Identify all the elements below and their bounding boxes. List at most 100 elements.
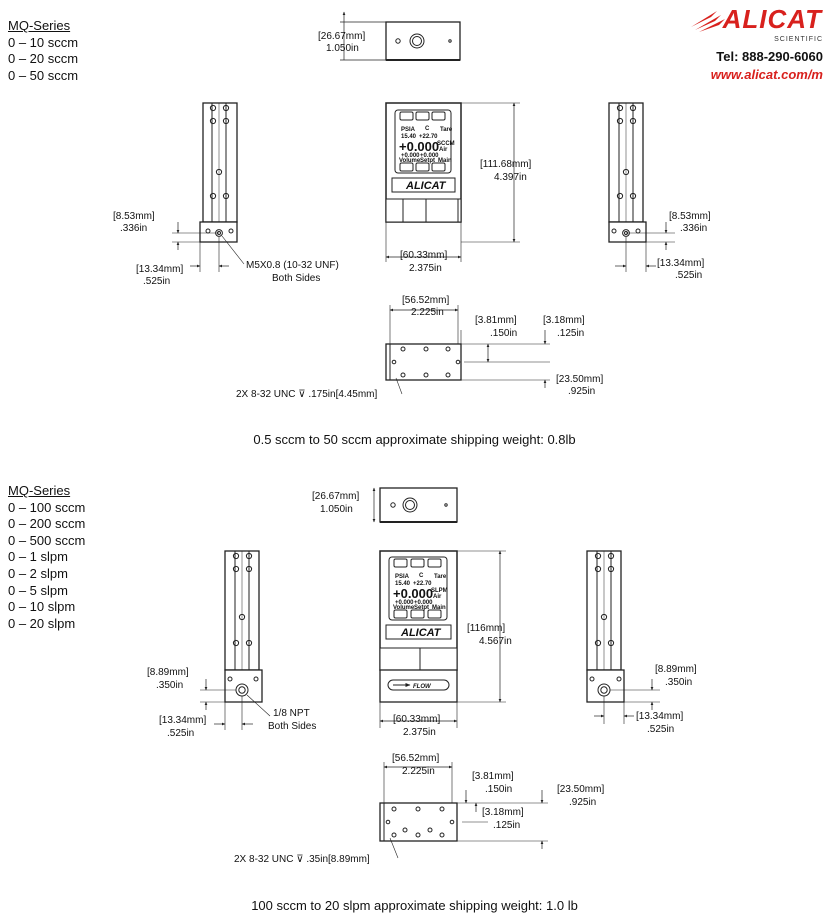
screen-value: +0.000 bbox=[401, 153, 420, 159]
logo-swoosh-icon bbox=[691, 11, 725, 32]
screen-value: 15.40 bbox=[401, 134, 417, 140]
left-port-offset-mm: [13.34mm] bbox=[136, 264, 183, 275]
thread-note: M5X0.8 (10-32 UNF) bbox=[246, 260, 339, 271]
panel-logo: ALICAT bbox=[400, 627, 442, 639]
left-port-offset-in: .525in bbox=[167, 728, 194, 739]
screen-label: Volume bbox=[393, 605, 415, 611]
width-in: 2.375in bbox=[409, 263, 442, 274]
phone-number: Tel: 888-290-6060 bbox=[716, 49, 823, 64]
left-port-offset-in: .525in bbox=[143, 276, 170, 287]
height-in: 4.397in bbox=[494, 172, 527, 183]
top-depth-mm: [26.67mm] bbox=[318, 31, 365, 42]
screen-label: Volume bbox=[399, 158, 421, 164]
screen-unit: Air bbox=[433, 594, 442, 600]
shipping-weight-2: 100 sccm to 20 slpm approximate shipping… bbox=[251, 898, 578, 913]
range-item: 0 – 200 sccm bbox=[8, 516, 86, 532]
screen-value: +0.000 bbox=[414, 600, 433, 606]
right-port-height-mm: [8.53mm] bbox=[669, 211, 711, 222]
hole-spacing-in: 2.225in bbox=[411, 307, 444, 318]
mount-note: 2X 8-32 UNC ⊽ .35in[8.89mm] bbox=[234, 854, 370, 865]
depth-mm: [23.50mm] bbox=[557, 784, 604, 795]
range-item: 0 – 100 sccm bbox=[8, 499, 86, 515]
hole-offset-in: .150in bbox=[485, 784, 512, 795]
range-item: 0 – 10 slpm bbox=[8, 599, 76, 615]
edge-offset-mm: [3.18mm] bbox=[482, 807, 524, 818]
range-item: 0 – 500 sccm bbox=[8, 532, 86, 548]
screen-unit: SCCM bbox=[437, 141, 455, 147]
screen-label: Tare bbox=[440, 127, 453, 133]
height-mm: [111.68mm] bbox=[480, 159, 532, 170]
screen-label: Setpt bbox=[414, 605, 429, 611]
hole-offset-mm: [3.81mm] bbox=[472, 771, 514, 782]
screen-value: +0.000 bbox=[395, 600, 414, 606]
alicat-logo: ALICAT bbox=[691, 4, 823, 34]
hole-spacing-in: 2.225in bbox=[402, 766, 435, 777]
width-mm: [60.33mm] bbox=[400, 250, 447, 261]
range-item: 0 – 5 slpm bbox=[8, 582, 68, 598]
range-item: 0 – 1 slpm bbox=[8, 549, 68, 565]
screen-label: PSIA bbox=[395, 574, 410, 580]
screen-value: +0.000 bbox=[420, 153, 439, 159]
screen-label: Tare bbox=[434, 574, 447, 580]
edge-offset-in: .125in bbox=[493, 820, 520, 831]
screen-value: +22.70 bbox=[413, 581, 432, 587]
hole-offset-in: .150in bbox=[490, 328, 517, 339]
right-side-view-2 bbox=[586, 550, 660, 724]
logo-wordmark: ALICAT bbox=[722, 5, 823, 33]
front-view-1 bbox=[385, 102, 520, 262]
screen-unit: SLPM bbox=[431, 588, 448, 594]
series-range-list-1: MQ-Series 0 – 10 sccm 0 – 20 sccm 0 – 50… bbox=[8, 18, 78, 84]
top-view-1 bbox=[340, 11, 461, 61]
top-depth-in: 1.050in bbox=[326, 43, 359, 54]
screen-label: Main bbox=[438, 158, 452, 164]
thread-note-sides: Both Sides bbox=[272, 273, 320, 284]
edge-offset-in: .125in bbox=[557, 328, 584, 339]
front-view-2 bbox=[379, 550, 506, 728]
hole-spacing-mm: [56.52mm] bbox=[392, 753, 439, 764]
mount-note: 2X 8-32 UNC ⊽ .175in[4.45mm] bbox=[236, 389, 377, 400]
left-port-height-in: .350in bbox=[156, 680, 183, 691]
right-port-offset-mm: [13.34mm] bbox=[657, 258, 704, 269]
right-port-height-in: .336in bbox=[680, 223, 707, 234]
range-item: 0 – 50 sccm bbox=[8, 67, 79, 83]
website-link[interactable]: www.alicat.com/m bbox=[710, 67, 823, 82]
left-port-offset-mm: [13.34mm] bbox=[159, 715, 206, 726]
hole-offset-mm: [3.81mm] bbox=[475, 315, 517, 326]
screen-reading: +0.000 bbox=[393, 586, 433, 601]
panel-logo: ALICAT bbox=[405, 180, 447, 192]
screen-label: Main bbox=[432, 605, 446, 611]
right-side-view-1 bbox=[608, 102, 675, 272]
left-port-height-mm: [8.53mm] bbox=[113, 211, 155, 222]
flow-label: FLOW bbox=[413, 684, 432, 690]
top-depth-in: 1.050in bbox=[320, 504, 353, 515]
screen-label: PSIA bbox=[401, 127, 416, 133]
right-port-offset-mm: [13.34mm] bbox=[636, 711, 683, 722]
bottom-view-2 bbox=[379, 762, 548, 859]
right-port-height-in: .350in bbox=[665, 677, 692, 688]
right-port-height-mm: [8.89mm] bbox=[655, 664, 697, 675]
thread-note-sides: Both Sides bbox=[268, 721, 316, 732]
depth-in: .925in bbox=[568, 386, 595, 397]
screen-label: Setpt bbox=[420, 158, 435, 164]
shipping-weight-1: 0.5 sccm to 50 sccm approximate shipping… bbox=[253, 432, 576, 447]
bottom-view-1 bbox=[385, 305, 550, 395]
right-port-offset-in: .525in bbox=[675, 270, 702, 281]
width-in: 2.375in bbox=[403, 727, 436, 738]
thread-note: 1/8 NPT bbox=[273, 708, 310, 719]
width-mm: [60.33mm] bbox=[393, 714, 440, 725]
range-item: 0 – 2 slpm bbox=[8, 565, 68, 581]
depth-in: .925in bbox=[569, 797, 596, 808]
left-side-view-1 bbox=[172, 102, 245, 272]
hole-spacing-mm: [56.52mm] bbox=[402, 295, 449, 306]
series-title: MQ-Series bbox=[8, 483, 71, 498]
right-port-offset-in: .525in bbox=[647, 724, 674, 735]
top-view-2 bbox=[372, 487, 458, 523]
screen-value: +22.70 bbox=[419, 134, 438, 140]
logo-subtitle: SCIENTIFIC bbox=[774, 36, 823, 43]
left-port-height-mm: [8.89mm] bbox=[147, 667, 189, 678]
range-item: 0 – 20 sccm bbox=[8, 51, 79, 67]
depth-mm: [23.50mm] bbox=[556, 374, 603, 385]
height-mm: [116mm] bbox=[467, 623, 505, 634]
series-range-list-2: MQ-Series 0 – 100 sccm 0 – 200 sccm 0 – … bbox=[8, 483, 85, 632]
